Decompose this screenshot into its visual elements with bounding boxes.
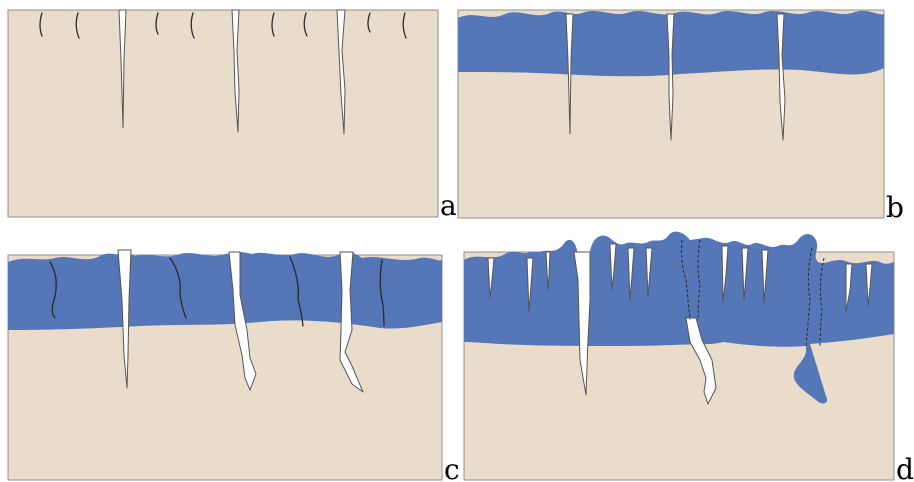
panel-c-coating-layer	[8, 252, 442, 330]
panel-a-label: a	[440, 189, 457, 222]
panel-a-substrate	[8, 10, 438, 217]
panel-a: a	[8, 10, 457, 222]
panel-c-label: c	[444, 453, 460, 482]
panel-d-label: d	[896, 453, 914, 482]
panel-b: b	[458, 10, 904, 224]
panel-c: c	[8, 250, 460, 482]
panel-b-label: b	[886, 191, 904, 224]
panel-d: d	[464, 232, 914, 482]
